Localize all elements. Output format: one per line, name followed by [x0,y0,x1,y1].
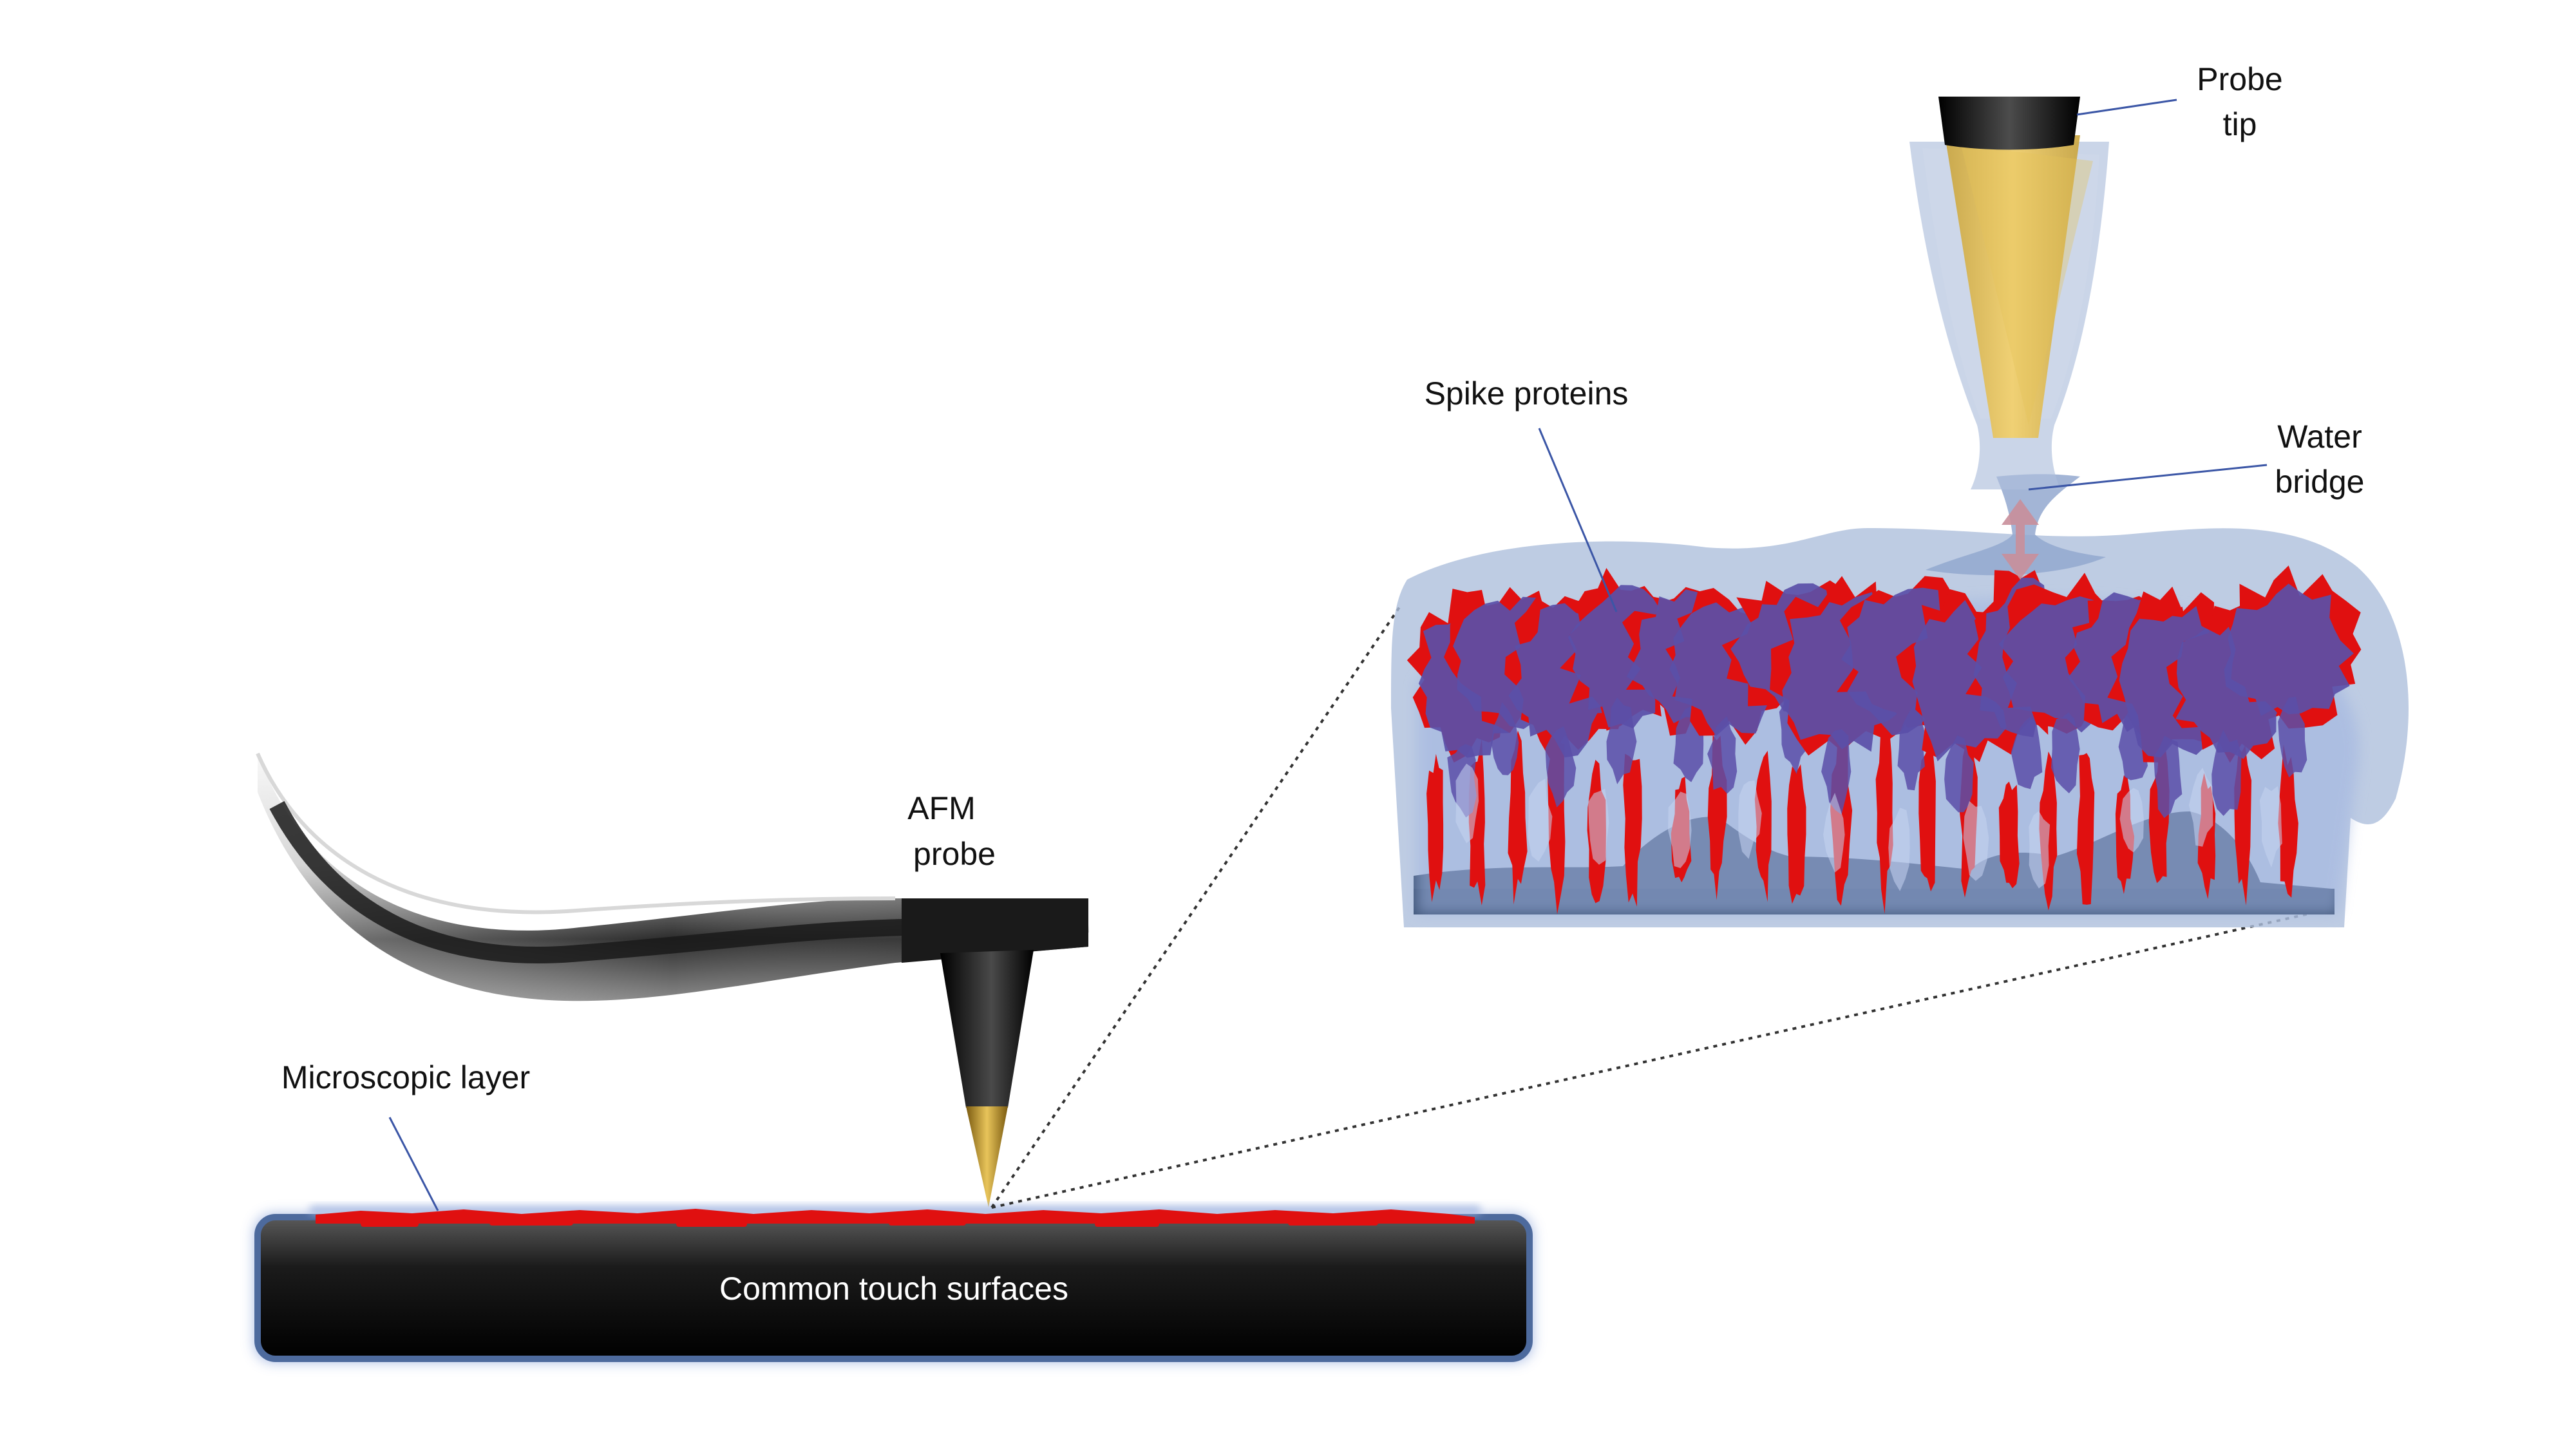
protein-neck [2278,696,2307,778]
microscopic-layer-leader [388,1117,439,1211]
spike-proteins-label: Spike proteins [1425,375,1629,412]
water-bridge-label-line1: Water [2277,419,2362,455]
protein-head [2224,583,2354,716]
protein-highlight [2029,811,2050,889]
big-probe-tip-gold [1945,135,2080,438]
big-probe-tip-gold-overlay [1961,145,2093,425]
protein-neck [1944,735,1974,813]
protein-neck [1897,703,1925,791]
zoom-line-upper [990,604,1402,1209]
protein-highlight [1455,763,1479,844]
probe-tip-dark [940,950,1034,1108]
touch-surface: Common touch surfaces [254,1206,1533,1362]
zoom-line-lower [991,907,2335,1209]
protein-neck [2051,712,2080,793]
protein-neck [2154,735,2183,819]
protein-highlight [1668,791,1692,868]
protein-stem [1918,728,1936,892]
protein-highlight [1823,793,1845,873]
protein-stem [1623,753,1642,907]
double-arrow-icon [2002,499,2039,580]
protein-stem [2076,753,2095,905]
microscopic-layer-red [316,1209,1475,1227]
magnified-view [1391,97,2409,927]
labels: Probe tip Water bridge Spike proteins AF… [281,61,2365,1095]
afm-probe-label-line1: AFM [907,790,976,826]
protein-stem [1998,781,2020,889]
protein-highlight [2188,768,2213,847]
protein-neck [1606,697,1637,784]
spike-proteins-leader [1538,428,1618,612]
microscopic-layer-label: Microscopic layer [281,1059,530,1095]
spike-protein-cluster [1406,565,2362,914]
cantilever-shading [258,753,1088,1001]
protein-highlight [1963,800,1989,881]
protein-stem [1787,764,1806,904]
protein-highlight [1738,780,1762,859]
protein-neck [1821,729,1852,815]
cantilever-dark-band [269,800,1089,963]
probe-tip-label-line2: tip [2223,106,2257,142]
protein-neck [1707,716,1738,794]
protein-neck [1545,726,1577,808]
water-bridge-label-line2: bridge [2275,464,2365,500]
big-probe-tip [1909,97,2109,489]
protein-neck [2211,730,2242,816]
water-bridge-leader [2028,464,2268,491]
protein-stem [1754,750,1772,902]
protein-highlight [1888,808,1910,891]
protein-highlight [2259,786,2282,868]
probe-tip-label-line1: Probe [2197,61,2282,97]
protein-stem [1508,730,1528,905]
cantilever-top-ridge [256,752,896,914]
protein-neck [1491,702,1519,775]
protein-highlight [1588,788,1609,865]
big-probe-tip-top [1938,97,2080,150]
protein-highlight [2119,788,2144,853]
protein-highlight [1528,779,1553,862]
probe-tip-leader [2076,99,2177,116]
protein-neck [2011,717,2043,790]
protein-stem [1875,721,1893,914]
protein-stem [2278,744,2298,898]
afm-probe [256,752,1089,1208]
surface-label: Common touch surfaces [719,1271,1068,1307]
probe-tip-gold [966,1106,1008,1208]
afm-probe-label-line2: probe [913,836,996,872]
protein-stem [1426,753,1444,902]
leader-lines [388,99,2268,1211]
zoom-lines [990,604,2335,1209]
cantilever-end-block [902,898,1088,963]
